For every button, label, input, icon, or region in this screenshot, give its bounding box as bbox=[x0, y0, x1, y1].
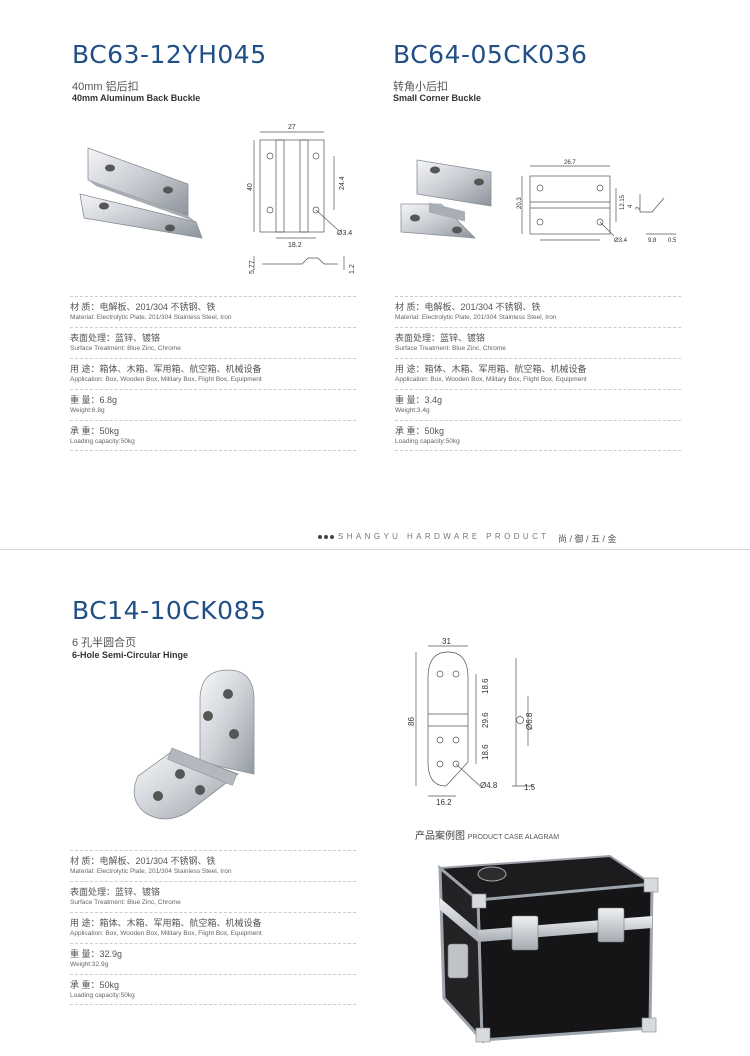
dim-label: 24.4 bbox=[339, 176, 346, 190]
spec-zh: 用 途：箱体、木箱、军用箱、航空箱、机械设备 bbox=[395, 364, 587, 374]
product-name-en: 40mm Aluminum Back Buckle bbox=[72, 93, 201, 103]
spec-row: 表面处理：蓝锌、镀铬 Surface Treatment: Blue Zinc, … bbox=[395, 327, 681, 358]
technical-drawing: 26.7 20.3 12.15 19 Ø3.4 4 2 9.8 0.5 bbox=[517, 160, 677, 244]
product-photo bbox=[133, 669, 255, 820]
dim-label: 1.5 bbox=[524, 783, 536, 792]
spec-row: 材 质：电解板、201/304 不锈钢、铁 Material: Electroly… bbox=[70, 850, 356, 881]
product-name-zh: 40mm 铝后扣 bbox=[72, 81, 139, 93]
dim-label: Ø3.4 bbox=[337, 230, 352, 237]
dim-label: 31 bbox=[442, 637, 451, 646]
spec-row: 材 质：电解板、201/304 不锈钢、铁 Material: Electroly… bbox=[70, 296, 356, 327]
dim-label: Ø6.8 bbox=[525, 712, 534, 730]
dim-label: 4 bbox=[628, 204, 634, 208]
spec-en: Loading capacity:50kg bbox=[70, 438, 135, 445]
spec-zh: 用 途：箱体、木箱、军用箱、航空箱、机械设备 bbox=[70, 364, 262, 374]
spec-zh: 材 质：电解板、201/304 不锈钢、铁 bbox=[70, 302, 216, 312]
product-photo bbox=[79, 147, 203, 239]
dim-label: 26.7 bbox=[564, 160, 576, 166]
spec-row: 用 途：箱体、木箱、军用箱、航空箱、机械设备 Application: Box, … bbox=[395, 358, 681, 389]
section-divider bbox=[0, 549, 750, 550]
case-title-en: PRODUCT CASE ALAGRAM bbox=[467, 834, 560, 841]
spec-zh: 表面处理：蓝锌、镀铬 bbox=[70, 333, 161, 343]
technical-drawing: 27 40 24.4 18.2 Ø3.4 5.77 1.2 bbox=[247, 124, 356, 274]
product-photo bbox=[400, 159, 492, 239]
dim-label: 2 bbox=[636, 206, 642, 210]
spec-en: Surface Treatment: Blue Zinc, Chrome bbox=[70, 899, 181, 906]
spec-en: Weight:6.8g bbox=[70, 407, 105, 414]
spec-en: Material: Electrolytic Plate, 201/304 St… bbox=[70, 314, 232, 321]
case-title: 产品案例图 PRODUCT CASE ALAGRAM bbox=[415, 827, 559, 842]
product-name-en: 6-Hole Semi-Circular Hinge bbox=[72, 650, 189, 660]
case-title-zh: 产品案例图 bbox=[415, 831, 465, 842]
dim-label: 27 bbox=[288, 124, 296, 131]
dim-label: 12.15 bbox=[620, 194, 626, 210]
spec-zh: 重 量：3.4g bbox=[395, 395, 443, 405]
spec-zh: 用 途：箱体、木箱、军用箱、航空箱、机械设备 bbox=[70, 918, 262, 928]
dim-label: Ø4.8 bbox=[480, 781, 498, 790]
spec-en: Weight:3.4g bbox=[395, 407, 430, 414]
spec-table: 材 质：电解板、201/304 不锈钢、铁 Material: Electroly… bbox=[395, 296, 681, 451]
spec-en: Loading capacity:50kg bbox=[395, 438, 460, 445]
product-name-zh: 转角小后扣 bbox=[393, 81, 448, 93]
dim-label: 0.5 bbox=[668, 238, 677, 244]
dots-ornament bbox=[318, 534, 334, 539]
spec-en: Application: Box, Wooden Box, Military B… bbox=[395, 376, 587, 383]
spec-zh: 承 重：50kg bbox=[395, 426, 445, 436]
brand-zh: 尚 / 御 / 五 / 金 bbox=[558, 534, 617, 544]
spec-en: Loading capacity:50kg bbox=[70, 992, 135, 999]
spec-en: Surface Treatment: Blue Zinc, Chrome bbox=[70, 345, 181, 352]
product-code: BC64-05CK036 bbox=[393, 40, 588, 69]
dim-label: 40 bbox=[247, 183, 254, 191]
spec-en: Surface Treatment: Blue Zinc, Chrome bbox=[395, 345, 506, 352]
dim-label: 9.8 bbox=[648, 238, 657, 244]
dim-label: 1.2 bbox=[349, 264, 356, 274]
spec-row: 表面处理：蓝锌、镀铬 Surface Treatment: Blue Zinc, … bbox=[70, 881, 356, 912]
product-name-en: Small Corner Buckle bbox=[393, 93, 482, 103]
dim-label: 5.77 bbox=[249, 260, 256, 274]
dim-label: 18.6 bbox=[481, 678, 490, 694]
spec-row: 材 质：电解板、201/304 不锈钢、铁 Material: Electroly… bbox=[395, 296, 681, 327]
dim-label: 18.6 bbox=[481, 744, 490, 760]
spec-zh: 承 重：50kg bbox=[70, 980, 120, 990]
dim-label: 18.2 bbox=[288, 242, 302, 249]
product-code: BC63-12YH045 bbox=[72, 40, 267, 69]
spec-table: 材 质：电解板、201/304 不锈钢、铁 Material: Electroly… bbox=[70, 850, 356, 1005]
dim-label: 86 bbox=[407, 717, 416, 726]
spec-row: 表面处理：蓝锌、镀铬 Surface Treatment: Blue Zinc, … bbox=[70, 327, 356, 358]
spec-zh: 表面处理：蓝锌、镀铬 bbox=[395, 333, 486, 343]
spec-zh: 承 重：50kg bbox=[70, 426, 120, 436]
technical-drawing: 31 86 18.6 29.6 18.6 16.2 Ø4.8 Ø6.8 1.5 bbox=[407, 637, 536, 807]
dim-label: 16.2 bbox=[436, 798, 452, 807]
spec-en: Weight:32.9g bbox=[70, 961, 109, 968]
spec-en: Material: Electrolytic Plate, 201/304 St… bbox=[395, 314, 557, 321]
flight-case-illustration bbox=[437, 854, 659, 1044]
spec-table: 材 质：电解板、201/304 不锈钢、铁 Material: Electroly… bbox=[70, 296, 356, 451]
product-code: BC14-10CK085 bbox=[72, 596, 267, 625]
spec-zh: 重 量：32.9g bbox=[70, 949, 123, 959]
spec-zh: 材 质：电解板、201/304 不锈钢、铁 bbox=[395, 302, 541, 312]
dim-label: 20.3 bbox=[517, 197, 523, 209]
spec-en: Application: Box, Wooden Box, Military B… bbox=[70, 376, 262, 383]
brand-en: SHANGYU HARDWARE PRODUCT bbox=[338, 532, 550, 541]
spec-en: Application: Box, Wooden Box, Military B… bbox=[70, 930, 262, 937]
spec-row: 用 途：箱体、木箱、军用箱、航空箱、机械设备 Application: Box, … bbox=[70, 912, 356, 943]
spec-en: Material: Electrolytic Plate, 201/304 St… bbox=[70, 868, 232, 875]
brand-bar: SHANGYU HARDWARE PRODUCT 尚 / 御 / 五 / 金 bbox=[318, 532, 698, 544]
spec-zh: 表面处理：蓝锌、镀铬 bbox=[70, 887, 161, 897]
spec-row: 用 途：箱体、木箱、军用箱、航空箱、机械设备 Application: Box, … bbox=[70, 358, 356, 389]
product-name-zh: 6 孔半圆合页 bbox=[72, 637, 137, 649]
dim-label: 29.6 bbox=[481, 712, 490, 728]
dim-label: Ø3.4 bbox=[614, 238, 628, 244]
spec-zh: 重 量：6.8g bbox=[70, 395, 118, 405]
spec-zh: 材 质：电解板、201/304 不锈钢、铁 bbox=[70, 856, 216, 866]
